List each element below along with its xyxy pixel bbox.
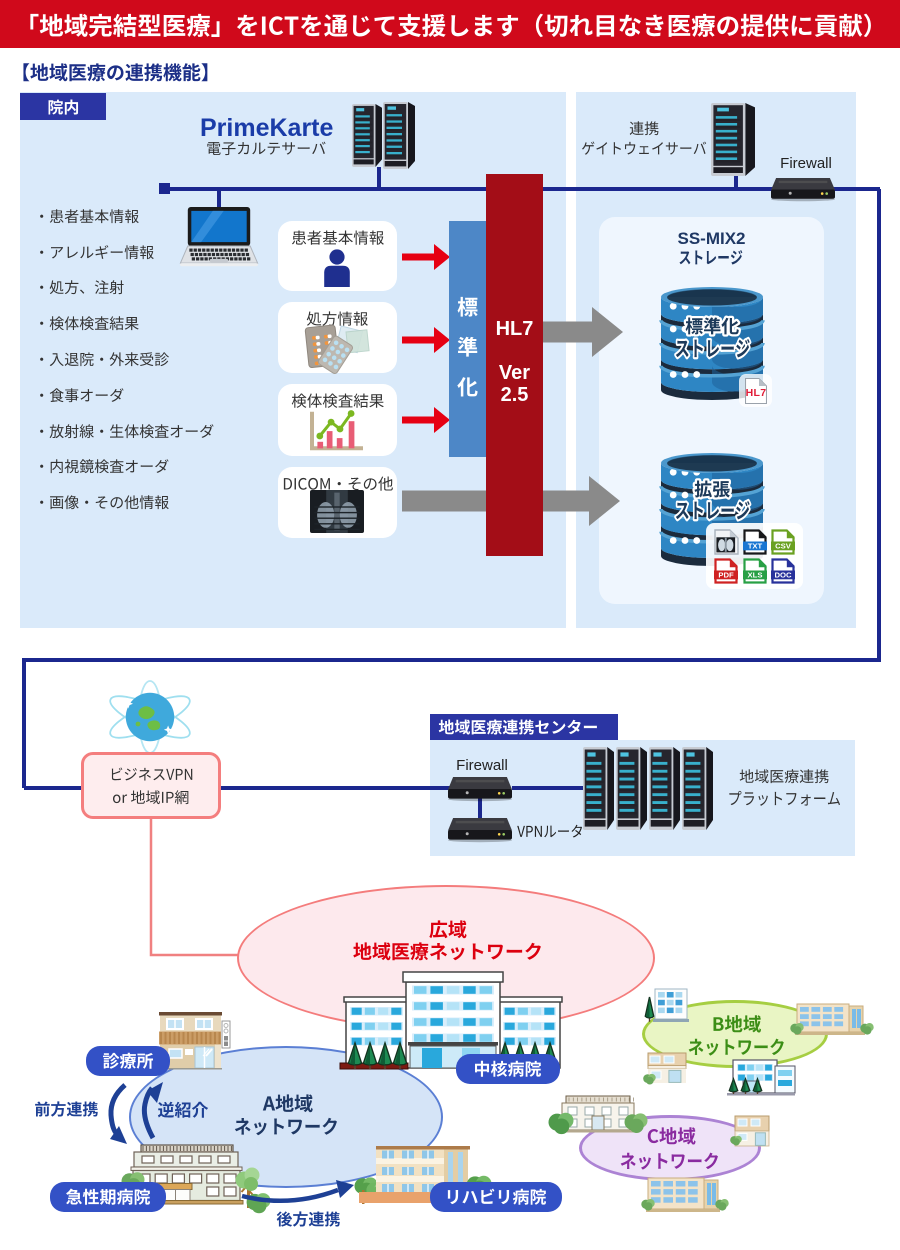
svg-text:TXT: TXT [748,542,763,551]
svg-text:CSV: CSV [775,542,792,551]
svg-text:PDF: PDF [718,571,734,580]
svg-text:DOC: DOC [774,571,792,580]
svg-text:XLS: XLS [748,571,763,580]
